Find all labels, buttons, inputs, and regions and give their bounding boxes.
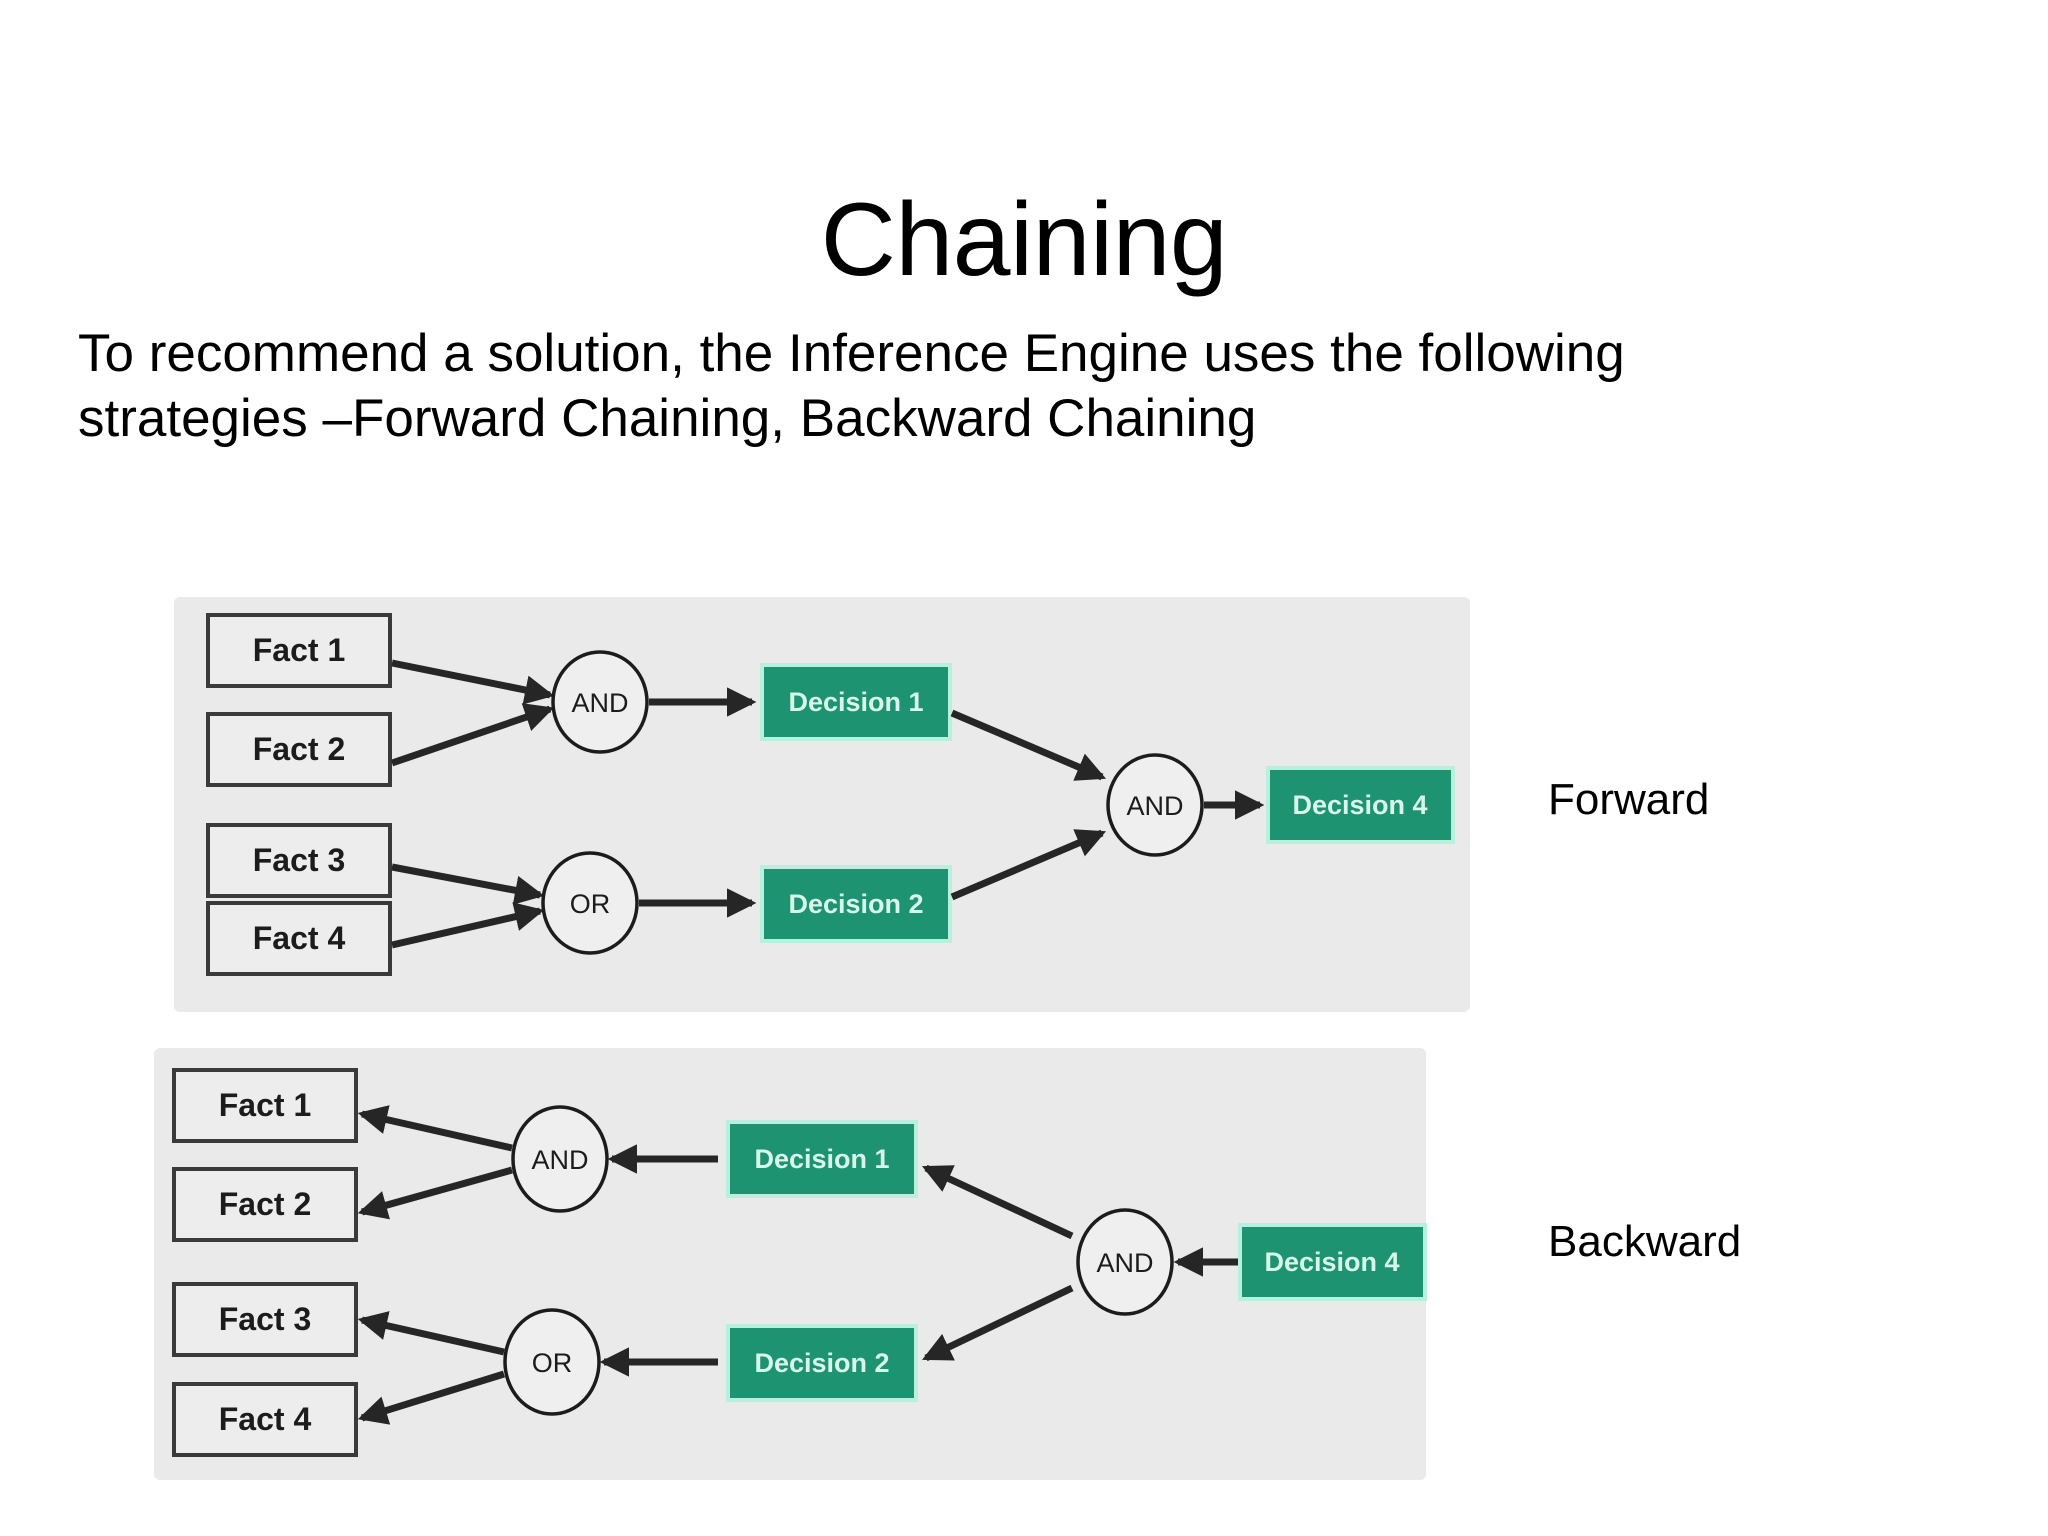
backward-fact-3-label: Fact 3 (219, 1301, 311, 1337)
backward-decision-2: Decision 2 (726, 1324, 918, 1402)
forward-fact-2: Fact 2 (206, 712, 392, 787)
forward-fact-1-label: Fact 1 (253, 632, 345, 668)
backward-gate-or-label: OR (532, 1348, 573, 1378)
backward-edge-and1-fact1 (357, 1105, 513, 1152)
backward-strategy-label: Backward (1548, 1217, 1742, 1266)
forward-strategy-label: Forward (1548, 775, 1710, 824)
backward-fact-2-label: Fact 2 (219, 1186, 311, 1222)
backward-gate-and-2-label: AND (1096, 1248, 1153, 1278)
backward-gate-and-1-label: AND (531, 1145, 588, 1175)
forward-edge-fact2-and (390, 703, 555, 767)
forward-fact-4: Fact 4 (206, 901, 392, 976)
backward-decision-1: Decision 1 (726, 1120, 918, 1198)
forward-edge-fact3-or (391, 863, 545, 905)
body-line-1: To recommend a solution, the Inference E… (78, 324, 1625, 383)
forward-gate-and-2-label: AND (1126, 791, 1183, 821)
forward-gate-and-1: AND (551, 650, 649, 754)
backward-edge-or-fact4 (357, 1370, 506, 1425)
forward-fact-1: Fact 1 (206, 613, 392, 688)
forward-gate-and-1-label: AND (571, 688, 628, 718)
backward-panel-background (154, 1048, 1426, 1480)
forward-panel-background (174, 597, 1470, 1012)
forward-chaining-diagram: Fact 1 Fact 2 Fact 3 Fact 4 AND (160, 585, 1470, 1025)
backward-gate-and-2: AND (1076, 1208, 1174, 1316)
forward-edge-fact4-or (391, 902, 545, 949)
backward-fact-1: Fact 1 (172, 1068, 358, 1143)
forward-fact-3-label: Fact 3 (253, 842, 345, 878)
backward-decision-4: Decision 4 (1238, 1223, 1427, 1301)
forward-decision-1-label: Decision 1 (788, 687, 923, 717)
backward-fact-4: Fact 4 (172, 1382, 358, 1457)
forward-edge-decision1-and2 (950, 709, 1107, 781)
backward-fact-2: Fact 2 (172, 1167, 358, 1242)
backward-fact-1-label: Fact 1 (219, 1087, 311, 1123)
backward-chaining-diagram: Fact 1 Fact 2 Fact 3 Fact 4 AND (140, 1040, 1450, 1490)
backward-edge-or-fact3 (357, 1311, 505, 1356)
page-title: Chaining (820, 181, 1228, 298)
backward-gate-and-1: AND (511, 1105, 609, 1213)
forward-fact-2-label: Fact 2 (253, 731, 345, 767)
body-line-2: strategies –Forward Chaining, Backward C… (78, 388, 1257, 448)
forward-fact-3: Fact 3 (206, 823, 392, 898)
backward-edge-and2-decision1 (922, 1164, 1074, 1240)
backward-decision-1-label: Decision 1 (754, 1144, 889, 1174)
forward-decision-4: Decision 4 (1266, 766, 1455, 844)
forward-fact-4-label: Fact 4 (253, 920, 346, 956)
backward-edge-and2-decision2 (922, 1284, 1074, 1362)
forward-decision-2-label: Decision 2 (788, 889, 923, 919)
forward-decision-4-label: Decision 4 (1292, 790, 1427, 820)
backward-decision-4-label: Decision 4 (1264, 1247, 1399, 1277)
forward-edge-decision2-and2 (950, 829, 1107, 901)
forward-gate-or: OR (541, 851, 639, 955)
slide-body-text: To recommend a solution, the Inference E… (78, 322, 1978, 451)
forward-gate-or-label: OR (570, 889, 611, 919)
backward-decision-2-label: Decision 2 (754, 1348, 889, 1378)
forward-decision-1: Decision 1 (760, 663, 952, 741)
forward-decision-2: Decision 2 (760, 865, 952, 943)
backward-fact-3: Fact 3 (172, 1282, 358, 1357)
backward-edge-and1-fact2 (357, 1166, 513, 1220)
backward-gate-or: OR (503, 1308, 601, 1416)
forward-gate-and-2: AND (1106, 753, 1204, 857)
backward-fact-4-label: Fact 4 (219, 1401, 312, 1437)
forward-edge-fact1-and (391, 659, 555, 705)
